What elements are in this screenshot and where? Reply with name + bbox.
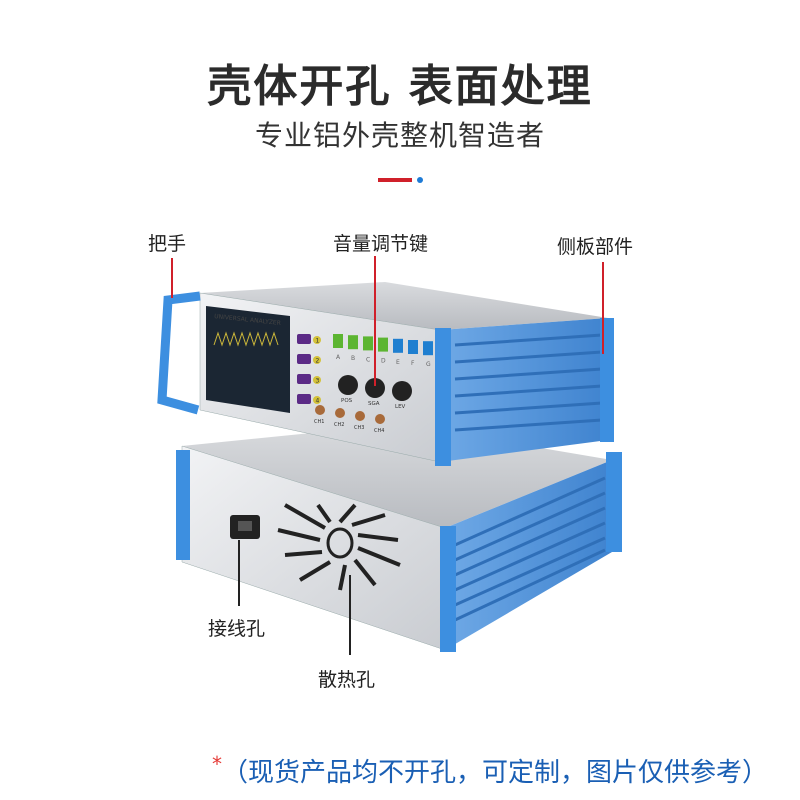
callout-volume-knob: 音量调节键 [333, 233, 429, 255]
switch [333, 334, 343, 348]
letter-label: A [336, 354, 341, 361]
knob [392, 381, 412, 401]
purple-button [297, 334, 311, 344]
letter-label: B [351, 355, 355, 362]
footnote: *（现货产品均不开孔，可定制，图片仅供参考） [212, 752, 768, 789]
callout-line [374, 256, 376, 386]
knob [365, 378, 385, 398]
star-mark: * [212, 752, 222, 776]
divider-dot [417, 177, 423, 183]
callout-line [349, 575, 351, 655]
callout-power-socket: 接线孔 [208, 618, 266, 640]
footnote-text: （现货产品均不开孔，可定制，图片仅供参考） [222, 758, 769, 788]
handle [157, 291, 201, 415]
number-badge [313, 356, 321, 364]
bnc-connector [315, 405, 325, 415]
number-label: 4 [316, 398, 320, 405]
callout-vent: 散热孔 [318, 669, 376, 691]
number-badge [313, 336, 321, 344]
bnc-connector [355, 411, 365, 421]
channel-label: CH2 [334, 422, 344, 428]
channel-label: CH3 [354, 425, 364, 431]
channel-label: CH4 [374, 428, 384, 434]
switch [393, 338, 403, 353]
number-label: 1 [316, 338, 320, 345]
switch [363, 336, 373, 351]
purple-button [297, 374, 311, 384]
knob-label: LEV [395, 404, 406, 410]
screen [206, 306, 290, 413]
page-title: 壳体开孔 表面处理 [207, 61, 593, 112]
bnc-connector [375, 414, 385, 424]
callout-line [238, 540, 240, 606]
switch [423, 341, 433, 356]
callout-handle: 把手 [148, 233, 187, 255]
number-badge [313, 376, 321, 384]
switch [378, 337, 388, 352]
number-label: 2 [316, 358, 320, 365]
number-label: 3 [316, 378, 320, 385]
switch [408, 340, 418, 354]
purple-button [297, 394, 311, 404]
letter-label: D [381, 358, 386, 365]
bnc-connector [335, 408, 345, 418]
vent-pattern [277, 503, 401, 591]
switch [348, 335, 358, 350]
lower-enclosure [176, 424, 622, 652]
letter-label: E [396, 359, 400, 366]
purple-button [297, 354, 311, 364]
callout-line [171, 258, 173, 298]
letter-label: C [366, 356, 370, 363]
number-badge [313, 396, 321, 404]
channel-label: CH1 [314, 419, 324, 425]
page-subtitle: 专业铝外壳整机智造者 [254, 119, 545, 152]
knob-label: POS [341, 398, 353, 404]
knob [338, 375, 358, 395]
upper-enclosure [157, 282, 614, 466]
callout-line [602, 262, 604, 354]
knob-label: SGA [368, 401, 380, 407]
divider-red [378, 178, 412, 182]
letter-label: F [411, 360, 415, 367]
letter-label: G [426, 361, 431, 368]
callout-side-panel: 侧板部件 [557, 236, 634, 258]
